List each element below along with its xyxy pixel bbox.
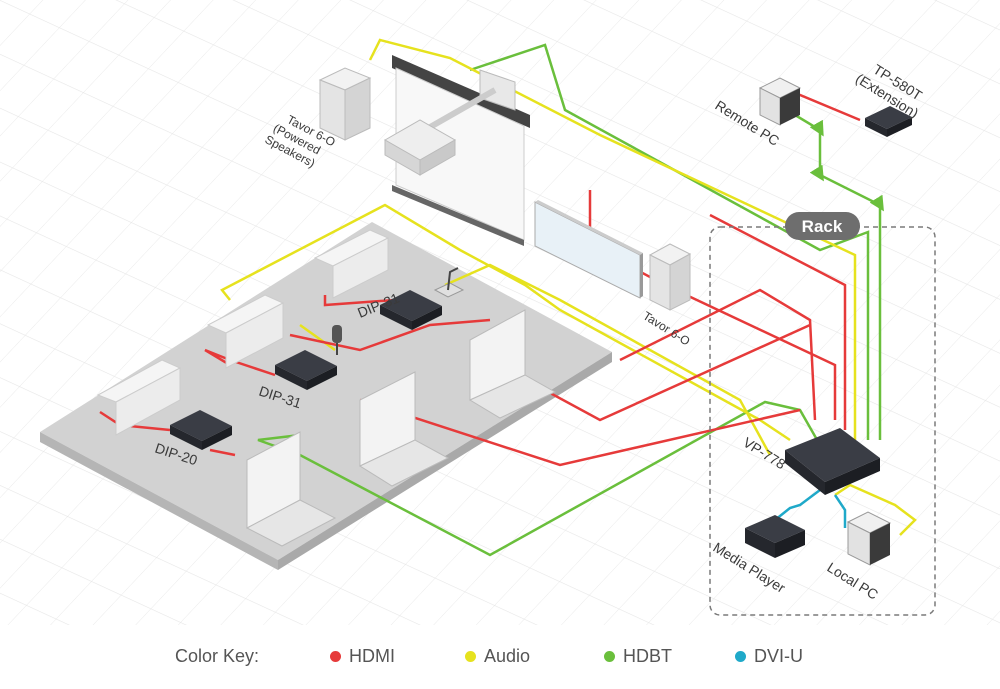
laptop-1 bbox=[313, 229, 390, 299]
audio-cables bbox=[220, 38, 917, 536]
audio-dot-icon bbox=[465, 650, 476, 662]
hdbt-dot-icon bbox=[604, 650, 615, 662]
vp778-device bbox=[785, 428, 880, 495]
microphone-gooseneck bbox=[433, 267, 465, 298]
media-player bbox=[745, 515, 805, 558]
laptop-3 bbox=[96, 359, 182, 436]
color-key-dvi: DVI-U bbox=[735, 644, 803, 668]
tp580t-device bbox=[865, 106, 912, 137]
projection-screen bbox=[392, 55, 530, 246]
remote-pc bbox=[758, 77, 802, 126]
dvi-dot-icon bbox=[735, 650, 746, 662]
dip31-device-a bbox=[380, 290, 442, 330]
rack-label: Rack bbox=[802, 217, 843, 236]
laptop-5 bbox=[358, 371, 450, 487]
laptop-4 bbox=[468, 309, 557, 419]
rack-enclosure bbox=[709, 212, 936, 616]
conference-floor bbox=[40, 222, 612, 570]
color-key-hdmi: HDMI bbox=[330, 644, 395, 668]
color-key-title: Color Key: bbox=[175, 645, 260, 666]
projector bbox=[383, 69, 516, 176]
color-key-audio: Audio bbox=[465, 644, 530, 668]
dip20-device bbox=[170, 410, 232, 450]
hdmi-dot-icon bbox=[330, 650, 341, 662]
local-pc bbox=[846, 511, 892, 566]
powered-speaker bbox=[318, 67, 372, 141]
speaker bbox=[648, 243, 692, 311]
dip31-device-b bbox=[275, 350, 337, 390]
microphone-table bbox=[332, 325, 342, 355]
dvi-cables bbox=[774, 489, 847, 528]
laptop-2 bbox=[206, 294, 285, 369]
color-key-hdbt: HDBT bbox=[604, 644, 672, 668]
display-panel bbox=[534, 200, 643, 299]
laptop-6 bbox=[245, 431, 337, 547]
